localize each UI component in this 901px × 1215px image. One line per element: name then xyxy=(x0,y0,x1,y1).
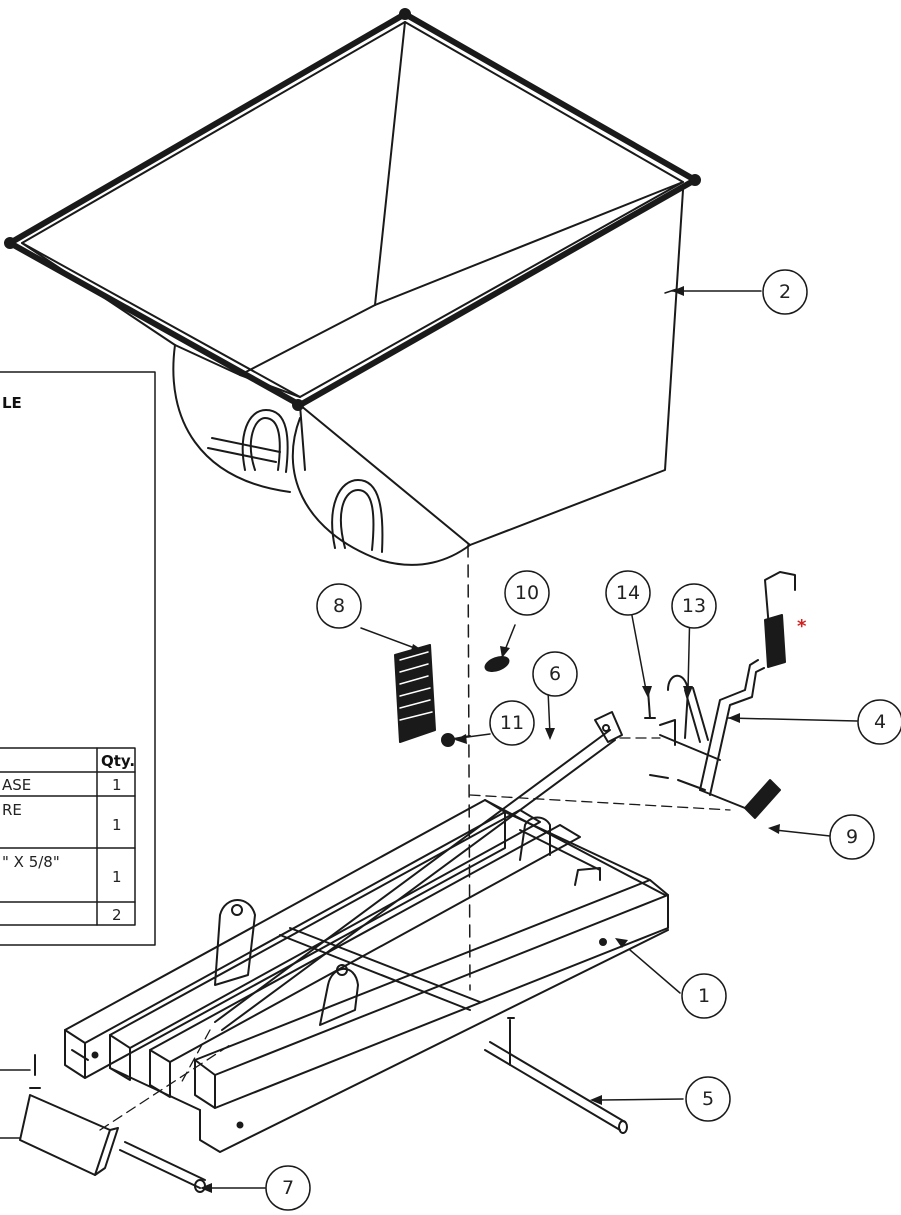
row-2-qty: 1 xyxy=(112,816,122,834)
balloon-labels: 2 4 1 5 6 7 8 9 10 11 13 14 xyxy=(282,281,886,1199)
row-4-qty: 2 xyxy=(112,906,122,924)
assembly-lines xyxy=(99,737,731,1131)
row-1-qty: 1 xyxy=(112,776,122,794)
parts-list-title: LE xyxy=(2,394,22,412)
balloon-5: 5 xyxy=(702,1088,714,1110)
leader-lines xyxy=(0,288,858,1189)
arrowheads xyxy=(200,286,780,1193)
spring-part-8 xyxy=(394,644,436,743)
hopper-part xyxy=(4,8,701,566)
base-frame-part xyxy=(64,799,669,1153)
balloon-14: 14 xyxy=(616,582,640,604)
latch-part-4 xyxy=(649,571,796,809)
balloon-2: 2 xyxy=(779,281,791,303)
balloon-6: 6 xyxy=(549,663,561,685)
row-2-desc: RE xyxy=(2,801,22,819)
pedal-part-7 xyxy=(19,1054,206,1193)
balloon-1: 1 xyxy=(698,985,710,1007)
row-1-desc: ASE xyxy=(2,776,31,794)
pin-part-5 xyxy=(484,1017,628,1134)
spring-part-9 xyxy=(744,779,781,819)
row-3-desc: " X 5/8" xyxy=(2,853,60,871)
note-asterisk: * xyxy=(797,616,807,637)
center-axis xyxy=(467,544,471,991)
balloon-11: 11 xyxy=(500,712,524,734)
balloon-circles xyxy=(265,269,901,1211)
pin-part-10 xyxy=(484,656,510,672)
rod-part-6 xyxy=(214,711,623,1031)
balloon-13: 13 xyxy=(682,595,706,617)
row-3-qty: 1 xyxy=(112,868,122,886)
balloon-7: 7 xyxy=(282,1177,294,1199)
qty-header: Qty. xyxy=(101,752,135,770)
pin-part-13 xyxy=(684,687,709,743)
parts-list-frame xyxy=(0,371,156,946)
balloon-4: 4 xyxy=(874,711,886,733)
balloon-9: 9 xyxy=(846,826,858,848)
parts-list-text: LE Qty. ASE 1 RE 1 " X 5/8" 1 2 xyxy=(2,394,135,924)
balloon-10: 10 xyxy=(515,582,539,604)
balloon-8: 8 xyxy=(333,595,345,617)
